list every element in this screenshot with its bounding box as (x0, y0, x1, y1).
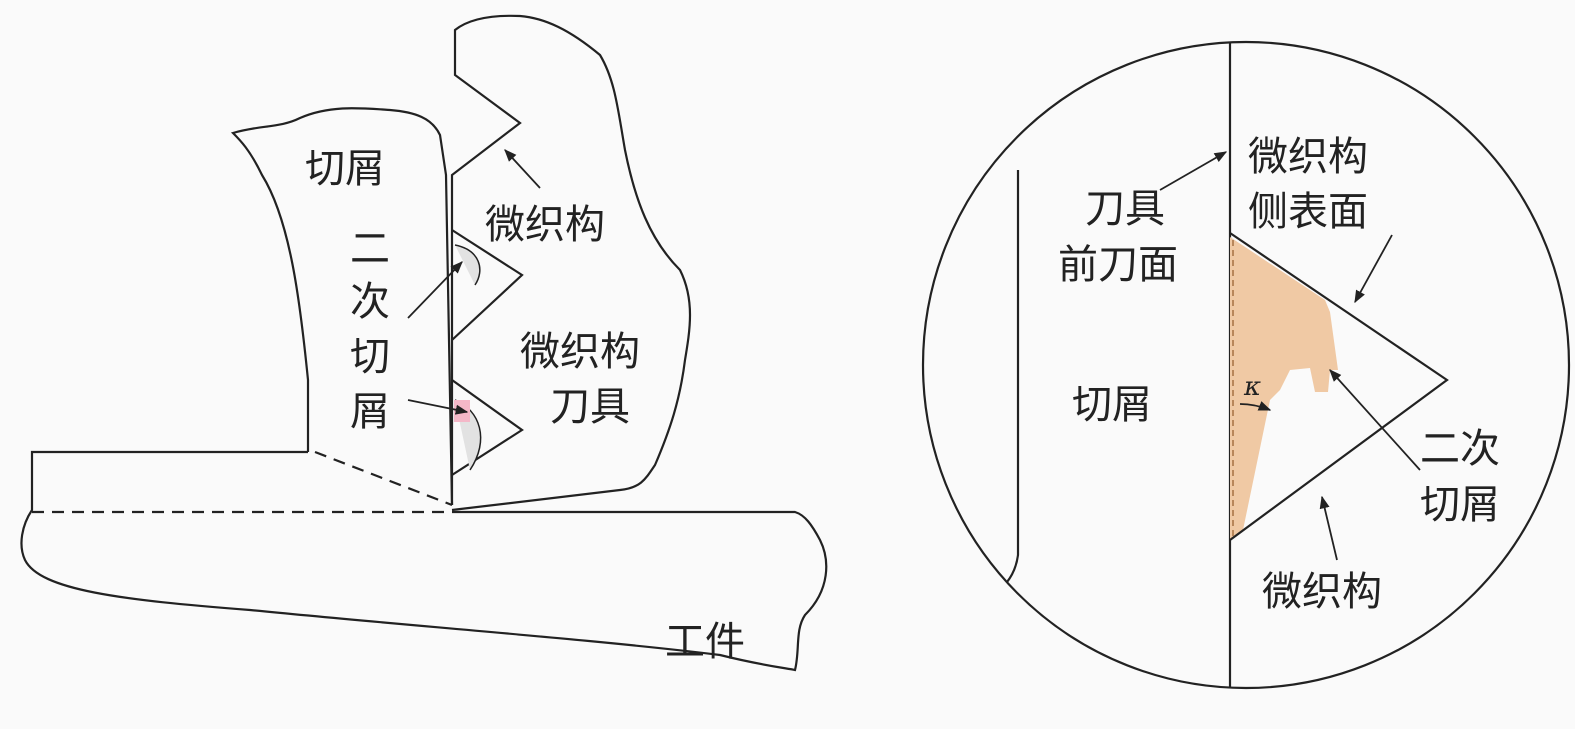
arrow-secondary-chip-1 (407, 261, 463, 319)
tool-outline (450, 14, 692, 512)
label-secondary-chip-right-1: 二次 (1420, 426, 1500, 472)
chip-inner-edge (999, 170, 1020, 591)
label-rake-face-1: 刀具 (1085, 186, 1165, 232)
arrow-micro-texture (504, 149, 541, 189)
magnified-view-circle (921, 40, 1571, 690)
arrow-micro-texture-right (1319, 495, 1338, 561)
label-secondary-chip-4: 屑 (350, 389, 390, 435)
arrow-rake-face (1159, 151, 1228, 191)
workpiece-outline (20, 450, 828, 672)
micro-texture-triangle (1229, 232, 1449, 541)
secondary-chip-mark-1 (454, 244, 481, 286)
label-workpiece: 工件 (665, 619, 745, 665)
arrow-secondary-chip-2 (407, 399, 469, 415)
label-kappa: κ (1243, 372, 1261, 402)
label-micro-texture: 微织构 (485, 202, 605, 248)
label-micro-texture-right: 微织构 (1262, 569, 1382, 615)
label-textured-tool-2: 刀具 (550, 384, 630, 430)
label-chip-right: 切屑 (1072, 382, 1152, 428)
arrow-secondary-chip-right (1329, 369, 1421, 471)
kappa-angle-arrow (1239, 401, 1272, 411)
label-side-surface-1: 微织构 (1248, 134, 1368, 180)
label-secondary-chip-2: 次 (350, 279, 390, 325)
label-textured-tool-1: 微织构 (520, 329, 640, 375)
chip-outline (230, 107, 454, 506)
label-secondary-chip-3: 切 (350, 334, 390, 380)
arrow-side-surface (1354, 234, 1393, 304)
label-secondary-chip-right-2: 切屑 (1420, 482, 1500, 528)
label-rake-face-2: 前刀面 (1058, 242, 1178, 288)
label-side-surface-2: 侧表面 (1248, 189, 1368, 235)
secondary-chip-fill (1230, 237, 1338, 540)
label-secondary-chip-1: 二 (350, 226, 390, 272)
label-chip: 切屑 (305, 146, 385, 192)
dashed-shear-line (314, 450, 453, 507)
micro-texture-tooth-1 (451, 229, 524, 341)
